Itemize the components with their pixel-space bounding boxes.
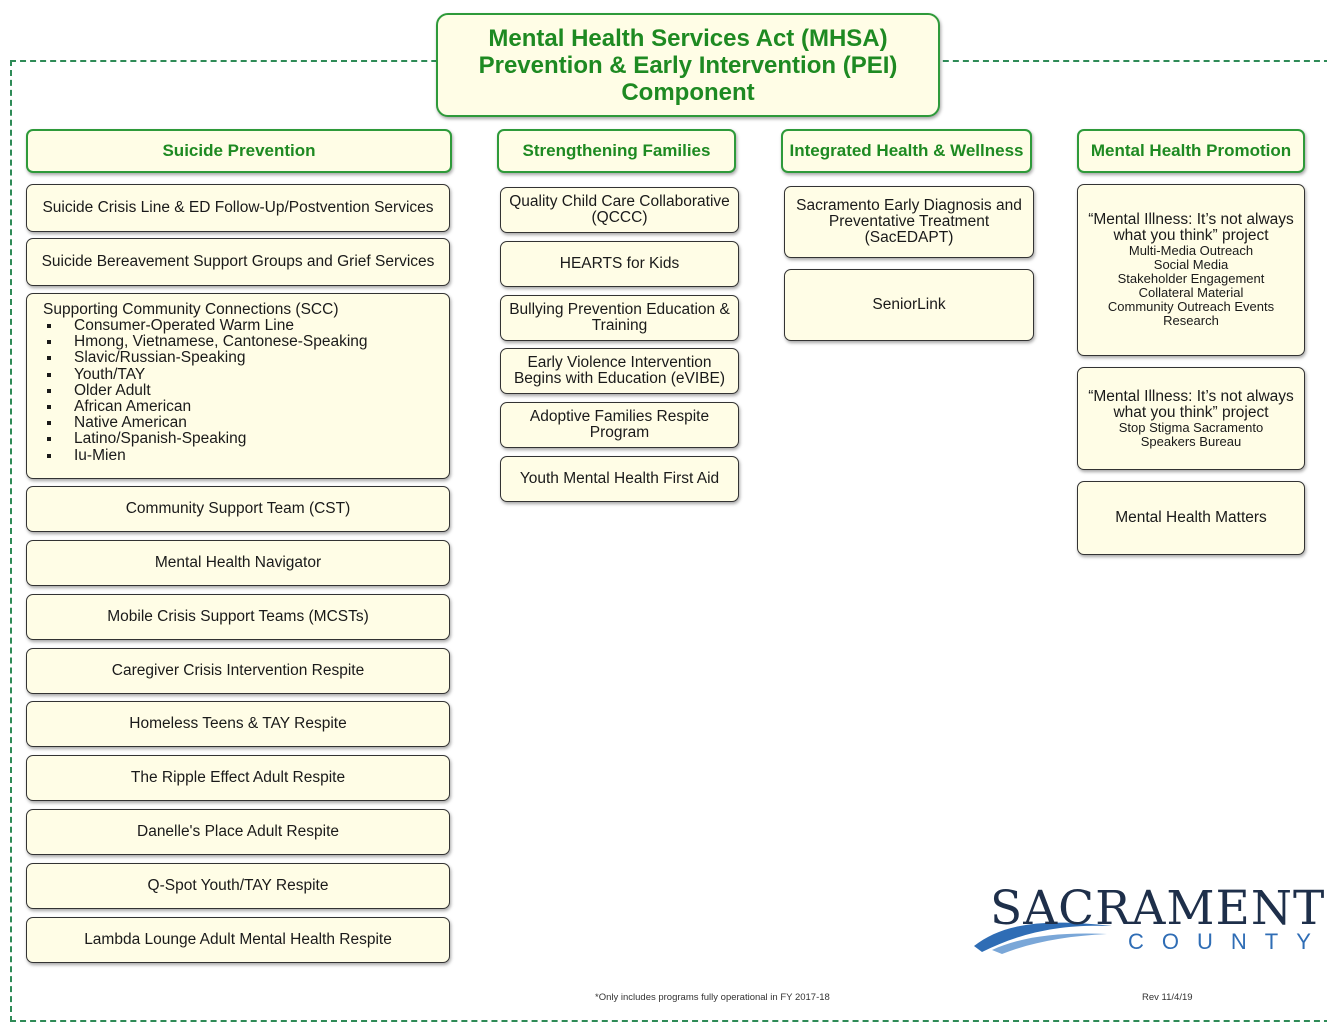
program-label: (QCCC) — [591, 209, 648, 226]
program-label: Suicide Crisis Line & ED Follow-Up/Postv… — [42, 199, 434, 216]
header-strengthening-families: Strengthening Families — [497, 129, 736, 173]
program-label: Mental Health Navigator — [154, 554, 322, 571]
list-item: Slavic/Russian-Speaking — [43, 350, 368, 366]
program-label: Lambda Lounge Adult Mental Health Respit… — [84, 931, 392, 948]
program-label: Mobile Crisis Support Teams (MCSTs) — [107, 608, 369, 625]
program-box: Suicide Crisis Line & ED Follow-Up/Postv… — [26, 184, 450, 232]
scc-title: Supporting Community Connections (SCC) — [43, 301, 339, 318]
program-box: Bullying Prevention Education & Training — [500, 295, 739, 341]
program-box: Youth Mental Health First Aid — [500, 456, 739, 502]
program-box: Mobile Crisis Support Teams (MCSTs) — [26, 594, 450, 640]
program-sublabel: Social Media — [1153, 257, 1229, 272]
sacramento-county-logo: SACRAMENTO COUNTY — [972, 884, 1327, 964]
program-box: Community Support Team (CST) — [26, 486, 450, 532]
program-label: Adoptive Families Respite — [529, 408, 710, 425]
list-item: Hmong, Vietnamese, Cantonese-Speaking — [43, 334, 368, 350]
program-label: Youth Mental Health First Aid — [519, 470, 720, 487]
scc-list: Consumer-Operated Warm Line Hmong, Vietn… — [43, 317, 368, 464]
logo-subtext: COUNTY — [1128, 929, 1327, 954]
program-box: The Ripple Effect Adult Respite — [26, 755, 450, 801]
program-sublabel: Stop Stigma Sacramento — [1118, 419, 1264, 435]
program-label: (SacEDAPT) — [864, 229, 954, 246]
program-sublabel: Multi-Media Outreach — [1128, 243, 1254, 258]
program-label: Danelle's Place Adult Respite — [137, 823, 339, 840]
program-box: Quality Child Care Collaborative (QCCC) — [500, 187, 739, 233]
program-box: Q-Spot Youth/TAY Respite — [26, 863, 450, 909]
program-box: HEARTS for Kids — [500, 241, 739, 287]
program-box: Early Violence Intervention Begins with … — [500, 348, 739, 394]
program-box: “Mental Illness: It’s not always what yo… — [1077, 367, 1305, 470]
program-box: Suicide Bereavement Support Groups and G… — [26, 238, 450, 286]
program-label: Quality Child Care Collaborative — [509, 193, 730, 210]
program-box: Homeless Teens & TAY Respite — [26, 701, 450, 747]
list-item: African American — [43, 398, 368, 415]
revision-date: Rev 11/4/19 — [1142, 992, 1193, 1003]
program-box: Mental Health Navigator — [26, 540, 450, 586]
program-label: Suicide Bereavement Support Groups and G… — [41, 253, 435, 270]
program-label: Begins with Education (eVIBE) — [513, 370, 726, 387]
program-box: Caregiver Crisis Intervention Respite — [26, 648, 450, 694]
program-sublabel: Stakeholder Engagement — [1117, 271, 1265, 286]
program-box: SeniorLink — [784, 269, 1034, 341]
footnote: *Only includes programs fully operationa… — [595, 992, 830, 1003]
header-mental-health-promotion: Mental Health Promotion — [1077, 129, 1305, 173]
page-title: Mental Health Services Act (MHSA) Preven… — [436, 13, 940, 117]
program-label: “Mental Illness: It’s not always — [1088, 211, 1294, 228]
program-box: Sacramento Early Diagnosis and Preventat… — [784, 186, 1034, 258]
program-box: Lambda Lounge Adult Mental Health Respit… — [26, 917, 450, 963]
program-label: “Mental Illness: It’s not always — [1088, 387, 1294, 405]
scc-box: Supporting Community Connections (SCC) C… — [26, 293, 450, 479]
program-label: Caregiver Crisis Intervention Respite — [111, 662, 365, 679]
list-item: Consumer-Operated Warm Line — [43, 317, 368, 334]
program-sublabel: Research — [1163, 313, 1219, 328]
program-label: The Ripple Effect Adult Respite — [130, 769, 346, 786]
program-label: Preventative Treatment — [828, 213, 990, 230]
program-label: Homeless Teens & TAY Respite — [129, 715, 347, 732]
program-label: what you think” project — [1113, 403, 1269, 421]
title-line-2: Prevention & Early Intervention (PEI) — [478, 51, 898, 79]
program-label: Mental Health Matters — [1115, 509, 1267, 526]
list-item: Iu-Mien — [43, 447, 368, 464]
list-item: Native American — [43, 415, 368, 431]
program-sublabel: Speakers Bureau — [1140, 433, 1242, 449]
program-box: Mental Health Matters — [1077, 481, 1305, 555]
program-label: Program — [589, 424, 650, 441]
program-box: “Mental Illness: It’s not always what yo… — [1077, 184, 1305, 356]
program-label: HEARTS for Kids — [559, 255, 680, 272]
list-item: Older Adult — [43, 382, 368, 399]
program-label: Early Violence Intervention — [527, 354, 712, 371]
program-sublabel: Community Outreach Events — [1107, 299, 1275, 314]
program-label: SeniorLink — [872, 296, 946, 313]
program-label: Q-Spot Youth/TAY Respite — [147, 877, 329, 894]
program-label: Sacramento Early Diagnosis and — [796, 197, 1022, 214]
program-box: Danelle's Place Adult Respite — [26, 809, 450, 855]
program-label: Community Support Team (CST) — [125, 500, 351, 517]
list-item: Youth/TAY — [43, 366, 368, 383]
logo-wordmark: SACRAMENTO — [990, 881, 1327, 936]
program-label: Bullying Prevention Education & — [509, 301, 730, 318]
program-box: Adoptive Families Respite Program — [500, 402, 739, 448]
program-sublabel: Collateral Material — [1138, 285, 1244, 300]
header-integrated-health-wellness: Integrated Health & Wellness — [781, 129, 1032, 173]
program-label: Training — [591, 317, 648, 334]
list-item: Latino/Spanish-Speaking — [43, 431, 368, 447]
title-line-1: Mental Health Services Act (MHSA) — [488, 24, 888, 52]
swoosh-icon — [974, 922, 1112, 954]
header-suicide-prevention: Suicide Prevention — [26, 129, 452, 173]
title-line-3: Component — [621, 78, 755, 106]
program-label: what you think” project — [1113, 227, 1269, 244]
